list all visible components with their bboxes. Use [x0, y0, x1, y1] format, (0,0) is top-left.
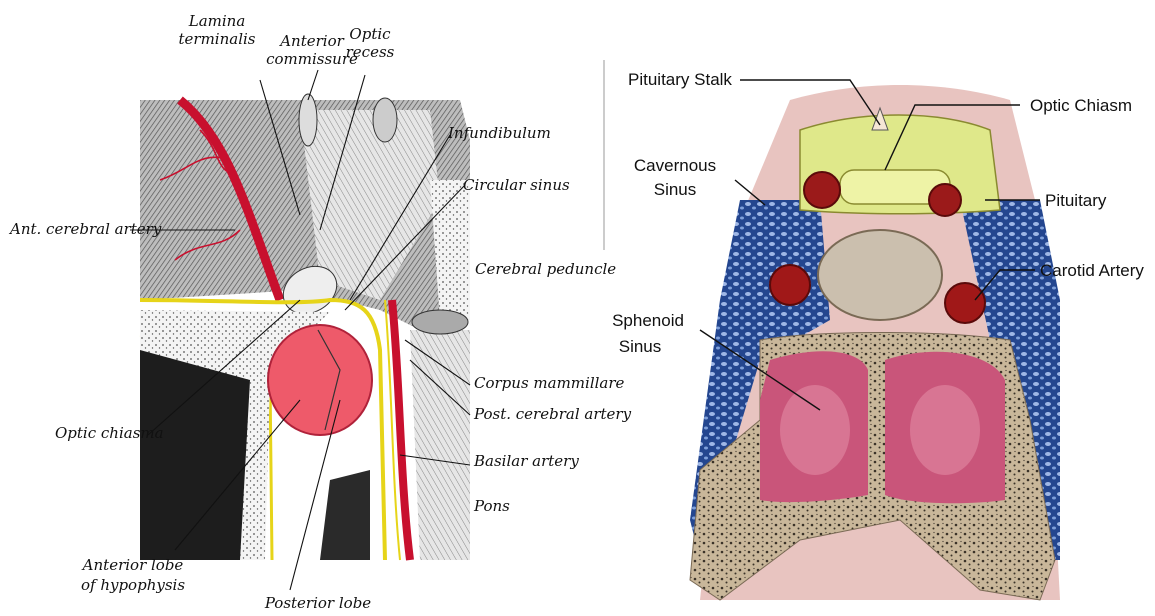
label-cerebral-peduncle: Cerebral peduncle: [475, 260, 616, 278]
label-posterior-lobe: Posterior lobe: [264, 594, 371, 612]
right-coronal-illustration: [690, 85, 1060, 600]
label-lamina-terminalis-2: terminalis: [179, 30, 256, 48]
cavity-dark-right: [320, 470, 370, 560]
carotid-left: [770, 265, 810, 305]
left-sagittal-illustration: [140, 94, 470, 560]
label-infundibulum: Infundibulum: [447, 124, 551, 142]
hypophysis: [268, 325, 372, 435]
carotid-right: [945, 283, 985, 323]
label-optic-recess-1: Optic: [349, 25, 391, 43]
label-sphenoid-sinus-2: Sinus: [619, 337, 662, 356]
label-ant-cerebral-artery: Ant. cerebral artery: [8, 220, 162, 238]
label-pituitary: Pituitary: [1045, 191, 1107, 210]
mucosa-highlight-right: [910, 385, 980, 475]
label-corpus-mammillare: Corpus mammillare: [474, 374, 625, 392]
label-post-cerebral-artery: Post. cerebral artery: [473, 405, 632, 423]
anterior-commissure-oval: [299, 94, 317, 146]
label-anterior-commissure-1: Anterior: [278, 32, 344, 50]
optic-recess-oval: [373, 98, 397, 142]
label-anterior-lobe-2: of hypophysis: [81, 576, 185, 594]
label-basilar-artery: Basilar artery: [473, 452, 579, 470]
pituitary-gland: [818, 230, 942, 320]
label-optic-chiasma: Optic chiasma: [55, 424, 164, 442]
carotid-top-right: [929, 184, 961, 216]
label-lamina-terminalis-1: Lamina: [188, 12, 246, 30]
label-optic-chiasm: Optic Chiasm: [1030, 96, 1132, 115]
label-circular-sinus: Circular sinus: [463, 176, 570, 194]
label-cavernous-sinus-1: Cavernous: [634, 156, 716, 175]
label-pons: Pons: [473, 497, 510, 515]
carotid-top-left: [804, 172, 840, 208]
mucosa-highlight-left: [780, 385, 850, 475]
label-pituitary-stalk: Pituitary Stalk: [628, 70, 732, 89]
label-anterior-lobe-1: Anterior lobe: [81, 556, 184, 574]
label-sphenoid-sinus-1: Sphenoid: [612, 311, 684, 330]
mammillary-body: [412, 310, 468, 334]
sphenoid-cavity: [140, 350, 250, 560]
label-anterior-commissure-2: commissure: [266, 50, 358, 68]
label-carotid-artery: Carotid Artery: [1040, 261, 1144, 280]
basilar-artery-vessel: [392, 300, 410, 560]
label-optic-recess-2: recess: [346, 43, 395, 61]
label-cavernous-sinus-2: Sinus: [654, 180, 697, 199]
